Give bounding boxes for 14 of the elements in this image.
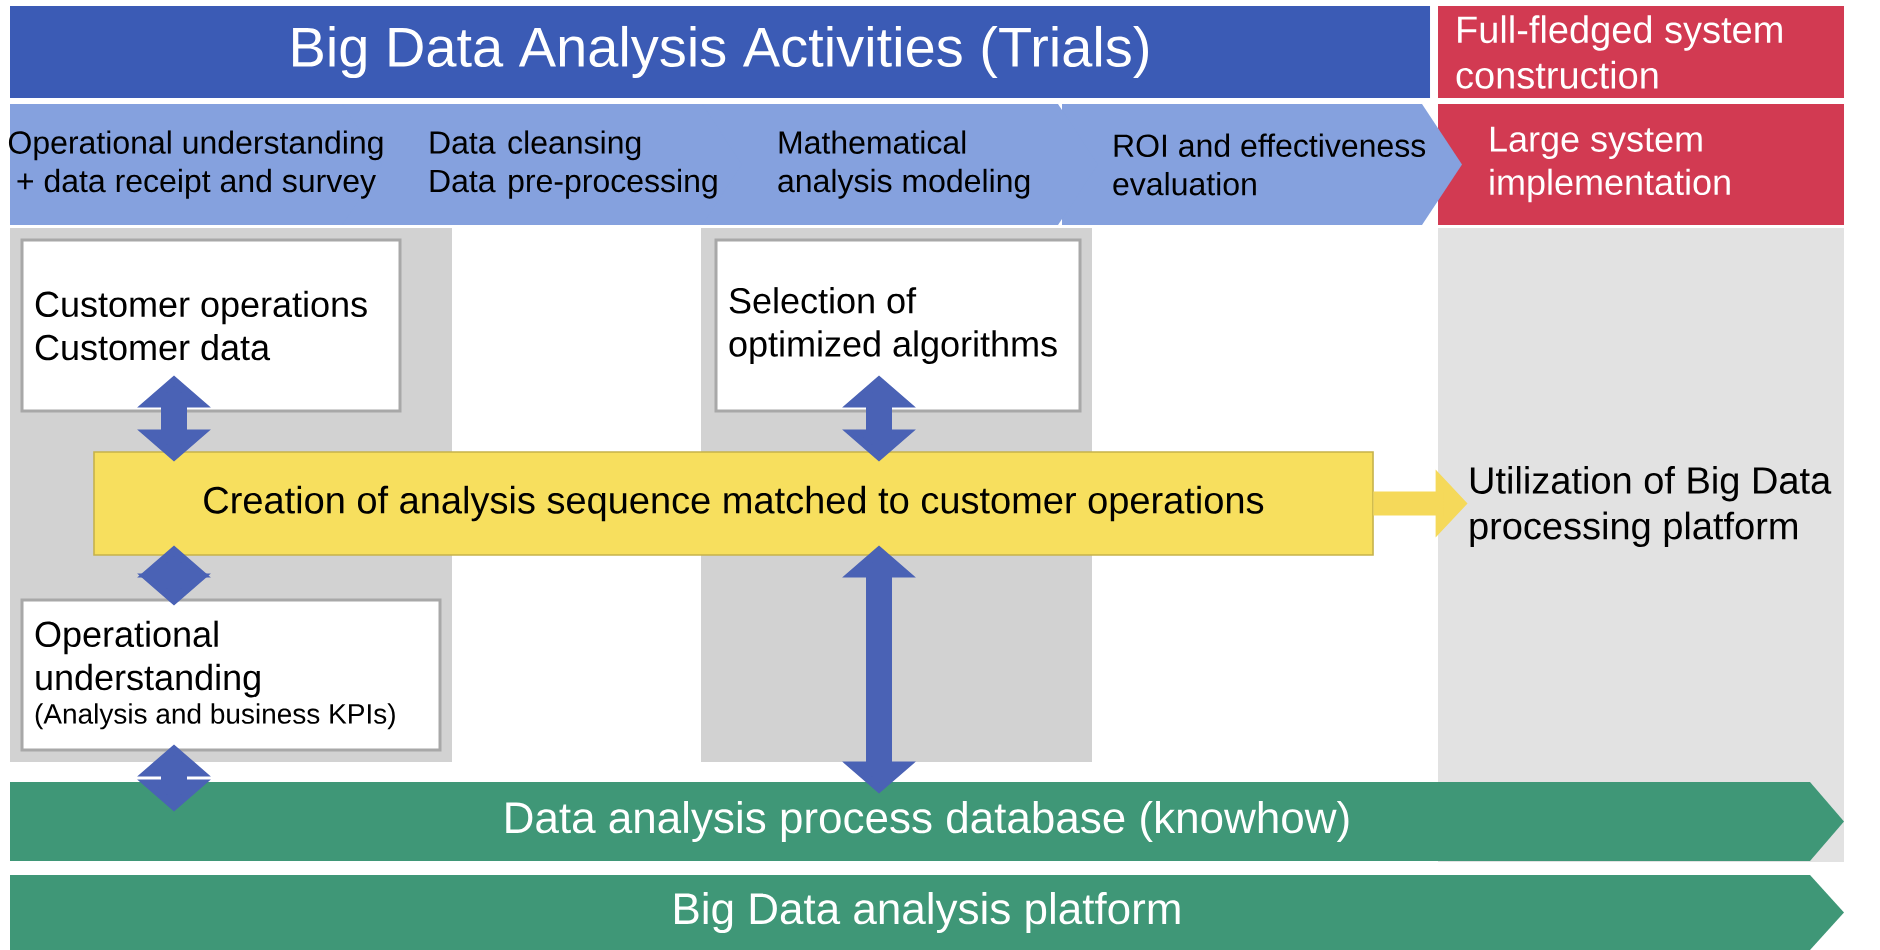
title-banner: Big Data Analysis Activities (Trials) — [10, 6, 1430, 98]
outcome-text: Utilization of Big Data processing platform — [1470, 466, 1832, 547]
node-label: Mathematical analysis modeling — [778, 130, 1030, 199]
process-step: ROI and effectiveness evaluation — [1062, 104, 1462, 225]
process-bar: Creation of analysis sequence matched to customer operations — [93, 451, 1374, 556]
node-label: ROI and effectiveness evaluation — [1113, 133, 1426, 196]
phase-box: Large system implementation — [1438, 104, 1844, 225]
phase-banner: Full-fledged system construction — [1438, 6, 1844, 98]
platform-band: Big Data analysis platform — [10, 875, 1844, 950]
platform-band: Data analysis process database (knowhow) — [10, 782, 1844, 861]
text-box: Operational understanding (Analysis and business KPIs) — [20, 598, 442, 752]
text-box: Customer operations Customer data — [20, 238, 402, 413]
text-box: Selection of optimized algorithms — [714, 238, 1082, 413]
process-step: Operational understanding + data receipt and survey — [8, 104, 383, 225]
